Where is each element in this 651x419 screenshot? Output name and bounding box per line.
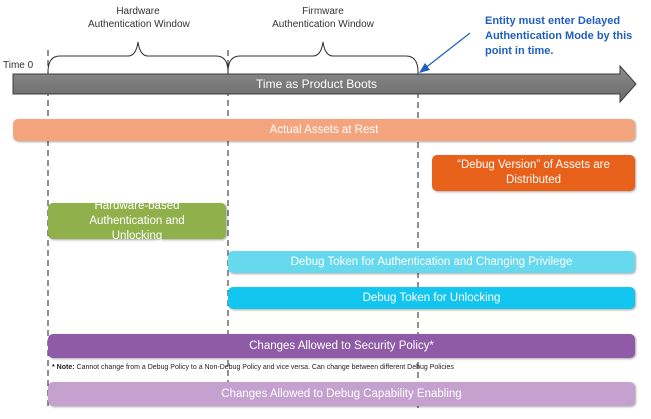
bar-security-policy: Changes Allowed to Security Policy* [48, 334, 635, 358]
policy-note: * Note: Cannot change from a Debug Polic… [52, 364, 454, 371]
callout-arrow [423, 32, 471, 70]
timeline-arrow-shape [12, 64, 637, 104]
bar-hardware-auth-text: Hardware-based Authentication and Unlock… [89, 199, 185, 242]
bar-debug-capability-enabling: Changes Allowed to Debug Capability Enab… [48, 382, 635, 406]
firmware-window-label: Firmware Authentication Window [268, 5, 378, 31]
bar-debug-token-auth: Debug Token for Authentication and Chang… [228, 251, 635, 273]
hardware-window-brace [47, 41, 229, 73]
policy-note-text: Cannot change from a Debug Policy to a N… [76, 364, 454, 371]
bar-debug-token-unlocking: Debug Token for Unlocking [228, 287, 635, 309]
deadline-callout: Entity must enter Delayed Authentication… [485, 15, 633, 57]
hardware-window-label-line1: Hardware [116, 6, 160, 17]
timeline-label: Time as Product Boots [256, 77, 377, 91]
firmware-window-label-line2: Authentication Window [272, 19, 374, 30]
hardware-window-label-line2: Authentication Window [88, 19, 190, 30]
policy-note-prefix: * Note: [52, 364, 75, 371]
bar-debug-version-assets: “Debug Version” of Assets are Distribute… [432, 155, 635, 191]
firmware-window-brace [227, 41, 419, 73]
bar-hardware-auth: Hardware-based Authentication and Unlock… [48, 200, 226, 242]
bar-assets-at-rest: Actual Assets at Rest [13, 119, 635, 141]
hardware-window-label: Hardware Authentication Window [88, 5, 190, 31]
bar-debug-version-text: “Debug Version” of Assets are Distribute… [457, 159, 610, 186]
firmware-window-label-line1: Firmware [302, 6, 344, 17]
callout-arrowhead [419, 63, 430, 73]
time-zero-label: Time 0 [3, 60, 34, 71]
